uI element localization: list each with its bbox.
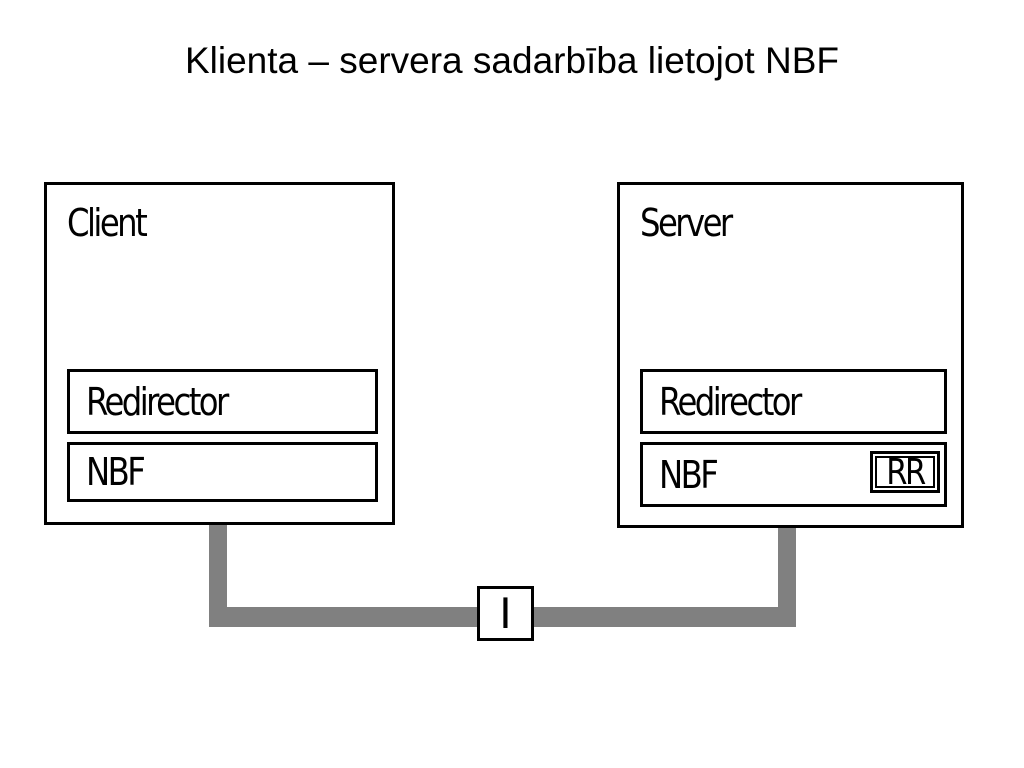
client-label: Client	[67, 201, 148, 245]
link-device-label: I	[499, 589, 512, 638]
server-nbf-layer: NBF RR	[640, 442, 947, 507]
rr-badge-label: RR	[886, 451, 926, 493]
server-label: Server	[640, 201, 733, 245]
client-nbf-label: NBF	[86, 450, 146, 494]
client-redirector-layer: Redirector	[67, 369, 378, 434]
server-redirector-label: Redirector	[659, 379, 802, 424]
slide-title: Klienta – servera sadarbība lietojot NBF	[184, 40, 839, 81]
server-nbf-label: NBF	[659, 452, 719, 497]
client-nbf-layer: NBF	[67, 442, 378, 502]
server-box: Server Redirector NBF RR	[617, 182, 964, 528]
client-redirector-label: Redirector	[86, 379, 229, 424]
client-box: Client Redirector NBF	[44, 182, 395, 525]
cable-server-down	[778, 526, 796, 627]
rr-badge: RR	[870, 451, 940, 493]
server-redirector-layer: Redirector	[640, 369, 947, 434]
cable-client-down	[209, 522, 227, 627]
link-device: I	[477, 586, 534, 641]
